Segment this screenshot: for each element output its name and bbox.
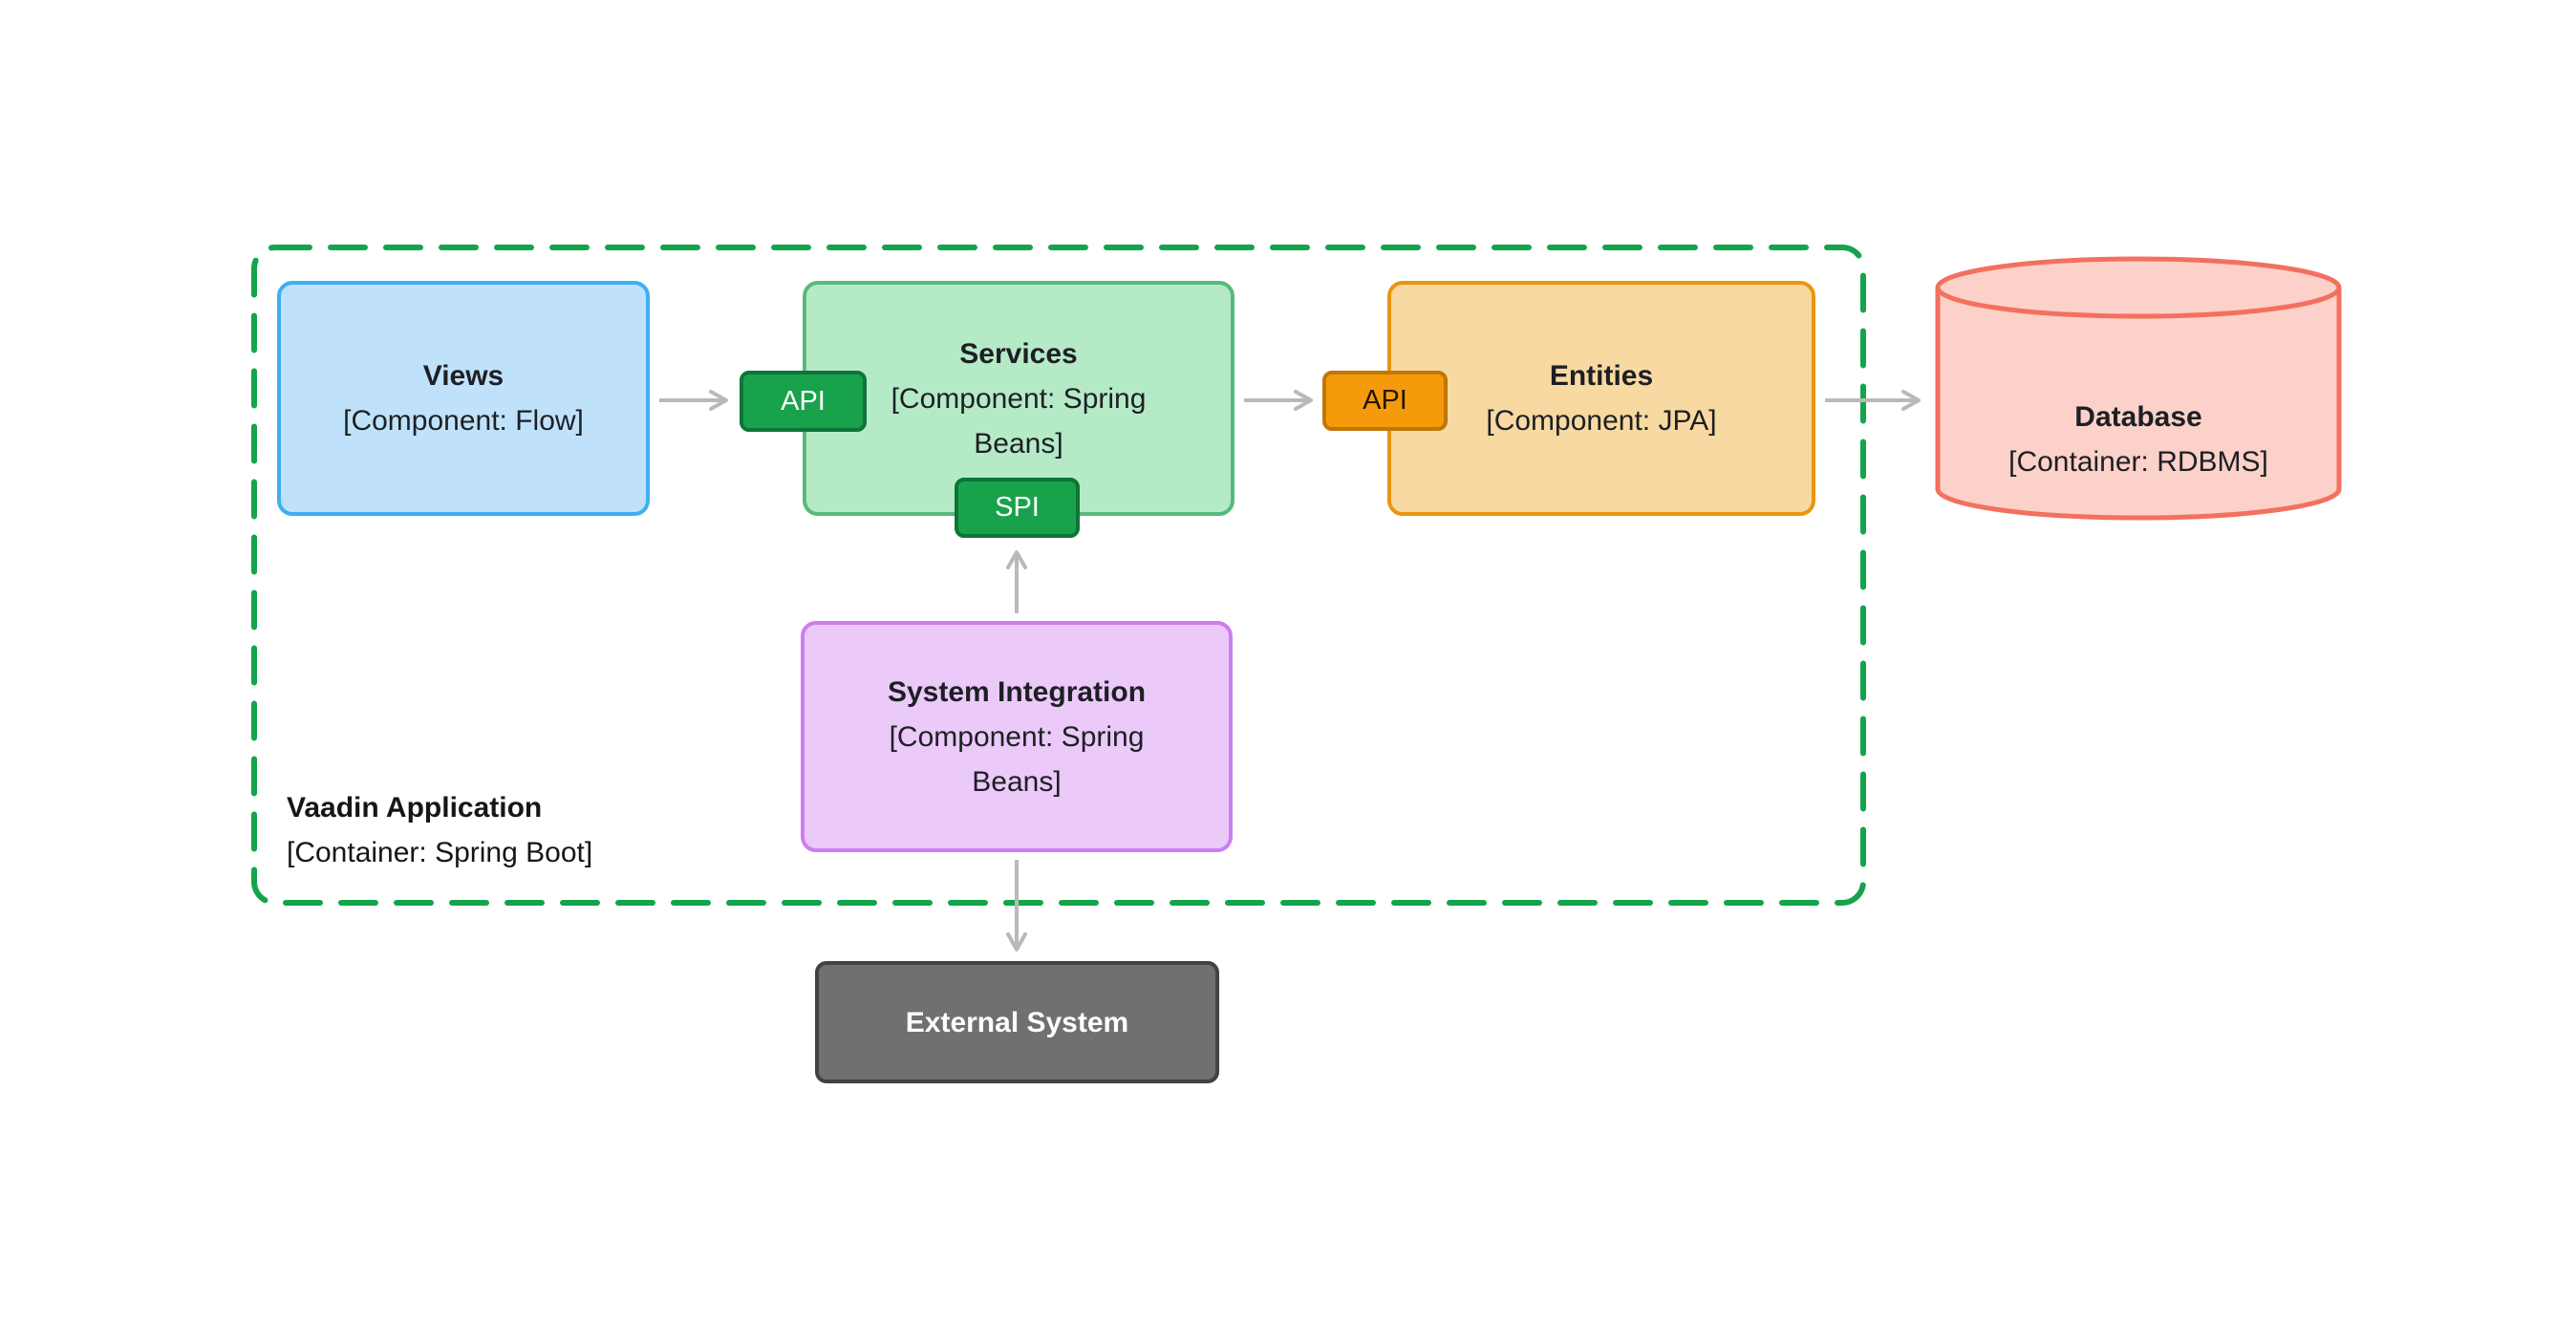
services-subtitle: [Component: Spring Beans]	[891, 382, 1147, 460]
container-subtitle: [Container: Spring Boot]	[287, 837, 593, 868]
database-label: Database [Container: RDBMS]	[1935, 395, 2342, 484]
container-dashed-border	[251, 245, 1866, 906]
services-title: Services	[959, 337, 1078, 370]
database-node: Database [Container: RDBMS]	[1935, 256, 2342, 522]
spring-boot-container-boundary	[251, 245, 1866, 906]
database-subtitle: [Container: RDBMS]	[2008, 446, 2268, 478]
services-api-badge: API	[740, 371, 867, 432]
views-node: Views [Component: Flow]	[277, 281, 650, 516]
database-cylinder-icon	[1935, 256, 2342, 521]
views-title: Views	[422, 360, 504, 392]
system-integration-subtitle: [Component: Spring Beans]	[889, 720, 1145, 798]
entities-api-badge: API	[1322, 371, 1448, 431]
database-title: Database	[2074, 401, 2202, 433]
entities-subtitle: [Component: JPA]	[1486, 405, 1717, 437]
entities-title: Entities	[1549, 360, 1654, 392]
services-spi-badge: SPI	[955, 478, 1080, 538]
container-title: Vaadin Application	[287, 792, 543, 823]
views-subtitle: [Component: Flow]	[343, 405, 584, 437]
system-integration-title: System Integration	[887, 675, 1147, 708]
external-system-node: External System	[815, 961, 1219, 1083]
system-integration-node: System Integration [Component: Spring Be…	[801, 621, 1233, 852]
entities-node: Entities [Component: JPA]	[1387, 281, 1815, 516]
external-system-title: External System	[905, 1006, 1129, 1038]
container-label: Vaadin Application [Container: Spring Bo…	[287, 785, 592, 875]
